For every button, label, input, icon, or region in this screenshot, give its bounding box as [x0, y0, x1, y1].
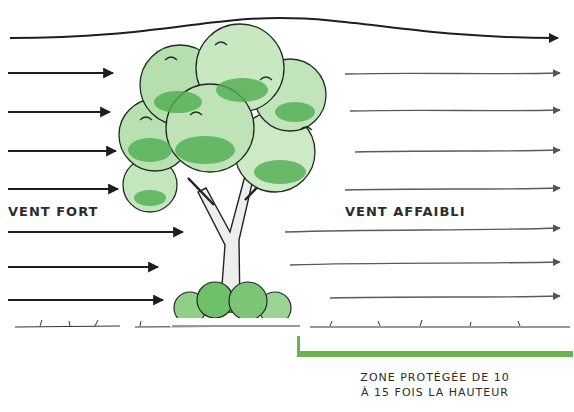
- wind-arrow: [345, 188, 560, 190]
- protected-zone-tick: [297, 336, 300, 357]
- leaf-strokes: [140, 42, 312, 130]
- wind-arrow: [355, 150, 560, 152]
- wind-arrow: [8, 231, 183, 233]
- shade-patch: [128, 138, 172, 162]
- wind-label: VENT AFFAIBLI: [345, 203, 545, 221]
- shrub-clump: [229, 282, 267, 320]
- wind-arrow: [8, 188, 118, 190]
- shade-patch: [175, 136, 235, 164]
- wind-arrow: [350, 110, 560, 111]
- shrub-clump: [197, 282, 233, 318]
- wind-arrow: [8, 150, 116, 152]
- wind-arrow: [285, 228, 560, 232]
- shade-patch: [154, 91, 202, 113]
- tree-canopy: [119, 24, 326, 212]
- zone-caption: ZONE PROTÉGÉE DE 10 À 15 FOIS LA HAUTEUR: [340, 371, 530, 401]
- foliage-shading: [128, 78, 315, 206]
- wind-arrow: [8, 299, 163, 301]
- shade-patch: [275, 102, 315, 122]
- ground-line: [172, 326, 295, 327]
- shrub: [174, 282, 291, 324]
- shrub-base-mask: [170, 318, 295, 327]
- wind-arrow: [345, 73, 560, 74]
- shade-patch: [254, 160, 306, 184]
- wind-label: VENT FORT: [8, 203, 148, 221]
- wind-arrow: [8, 266, 158, 268]
- shade-patch: [134, 190, 166, 206]
- protected-zone-bar: [297, 351, 573, 357]
- wind-arrow: [330, 296, 560, 298]
- shade-patch: [216, 78, 268, 102]
- wind-arrow: [290, 262, 560, 265]
- wind-arrow: [8, 111, 110, 113]
- wind-arrow-over: [10, 18, 558, 38]
- weak-wind-arrows: [285, 73, 560, 298]
- wind-arrow: [8, 72, 113, 74]
